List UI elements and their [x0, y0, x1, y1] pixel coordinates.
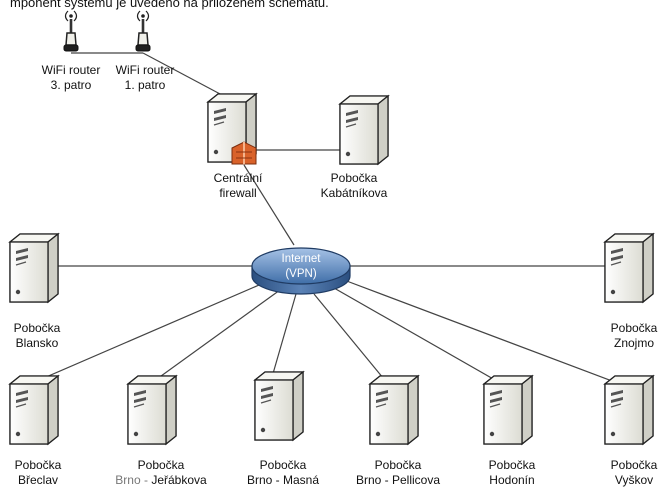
- wifi-router-1-patro-icon: [135, 10, 151, 52]
- link-router-firewall: [142, 52, 223, 96]
- blansko-server-icon: [9, 233, 59, 303]
- link-firewall-internet: [243, 164, 295, 246]
- breclav-label: Pobočka Břeclav: [14, 458, 62, 487]
- blansko-label: Pobočka Blansko: [13, 321, 61, 350]
- vyskov-server-icon: [604, 375, 654, 445]
- connection-lines: [29, 52, 621, 385]
- link-internet-hodonin: [333, 287, 503, 385]
- link-internet-masna: [269, 293, 297, 385]
- znojmo-label: Pobočka Znojmo: [610, 321, 658, 350]
- kabatnikova-server-icon: [339, 95, 389, 165]
- internet-label-line1: Internet: [282, 253, 322, 265]
- internet-vpn-icon: [251, 247, 351, 295]
- jerabkova-server-icon: [127, 375, 177, 445]
- pellicova-server-icon: [369, 375, 419, 445]
- central-firewall-label: Centrální firewall: [213, 171, 263, 200]
- caption-text: mponent systému je uvedeno na přiloženém…: [10, 0, 329, 10]
- link-internet-jerabkova: [149, 289, 281, 385]
- jerabkova-label: Pobočka Brno - Jeřábkova: [115, 458, 207, 487]
- hodonin-label: Pobočka Hodonín: [488, 458, 536, 487]
- breclav-server-icon: [9, 375, 59, 445]
- masna-label: Pobočka Brno - Masná: [246, 458, 320, 487]
- hodonin-server-icon: [483, 375, 533, 445]
- wifi-router-3-label: WiFi router 3. patro: [41, 63, 101, 92]
- wifi-router-3-patro-icon: [63, 10, 79, 52]
- link-internet-breclav: [29, 281, 267, 385]
- masna-server-icon: [254, 371, 304, 441]
- pellicova-label: Pobočka Brno - Pellicova: [355, 458, 441, 487]
- internet-label-line2: (VPN): [285, 268, 316, 280]
- wifi-router-1-label: WiFi router 1. patro: [115, 63, 175, 92]
- kabatnikova-label: Pobočka Kabátníkova: [320, 171, 388, 200]
- link-internet-vyskov: [343, 279, 621, 385]
- znojmo-server-icon: [604, 233, 654, 303]
- link-internet-pellicova: [313, 293, 389, 385]
- firewall-icon: [231, 141, 257, 165]
- vyskov-label: Pobočka Vyškov: [610, 458, 658, 487]
